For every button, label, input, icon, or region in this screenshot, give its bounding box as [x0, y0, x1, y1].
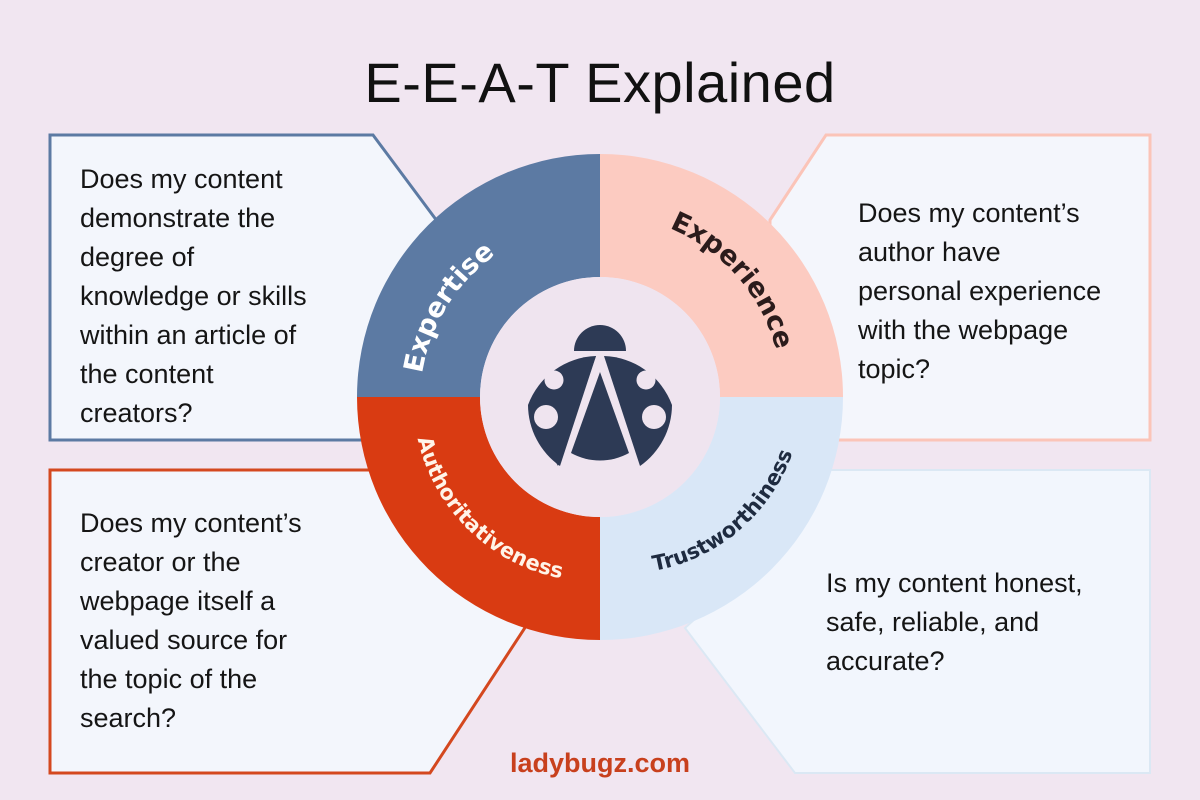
text-line: safe, reliable, and — [826, 607, 1040, 637]
segment-authoritativeness — [357, 397, 600, 640]
ladybug-icon — [528, 325, 672, 466]
text-line: author have — [858, 237, 1001, 267]
trustworthiness-box-text: Is my content honest, safe, reliable, an… — [826, 564, 1083, 681]
text-line: valued source for — [80, 625, 288, 655]
segment-expertise — [357, 154, 600, 397]
experience-box-text: Does my content’s author have personal e… — [858, 194, 1101, 389]
text-line: search? — [80, 703, 177, 733]
text-line: topic? — [858, 354, 931, 384]
text-line: Does my content’s — [80, 508, 302, 538]
text-line: with the webpage — [858, 315, 1069, 345]
text-line: creators? — [80, 398, 193, 428]
page-title: E-E-A-T Explained — [364, 51, 836, 114]
text-line: Does my content’s — [858, 198, 1080, 228]
text-line: personal experience — [858, 276, 1102, 306]
text-line: Does my content — [80, 164, 283, 194]
text-line: within an article of — [80, 320, 297, 350]
text-line: Is my content honest, — [826, 568, 1083, 598]
text-line: webpage itself a — [80, 586, 276, 616]
expertise-box-text: Does my content demonstrate the degree o… — [80, 160, 307, 433]
authoritativeness-box-text: Does my content’s creator or the webpage… — [80, 504, 302, 738]
text-line: demonstrate the — [80, 203, 276, 233]
text-line: degree of — [80, 242, 195, 272]
segment-trustworthiness — [600, 397, 843, 640]
text-line: creator or the — [80, 547, 241, 577]
text-line: the content — [80, 359, 214, 389]
text-line: the topic of the — [80, 664, 258, 694]
experience-box — [768, 133, 1152, 442]
brand-footer: ladybugz.com — [509, 748, 691, 778]
text-line: accurate? — [826, 646, 945, 676]
text-line: knowledge or skills — [80, 281, 307, 311]
segment-experience — [600, 154, 843, 397]
